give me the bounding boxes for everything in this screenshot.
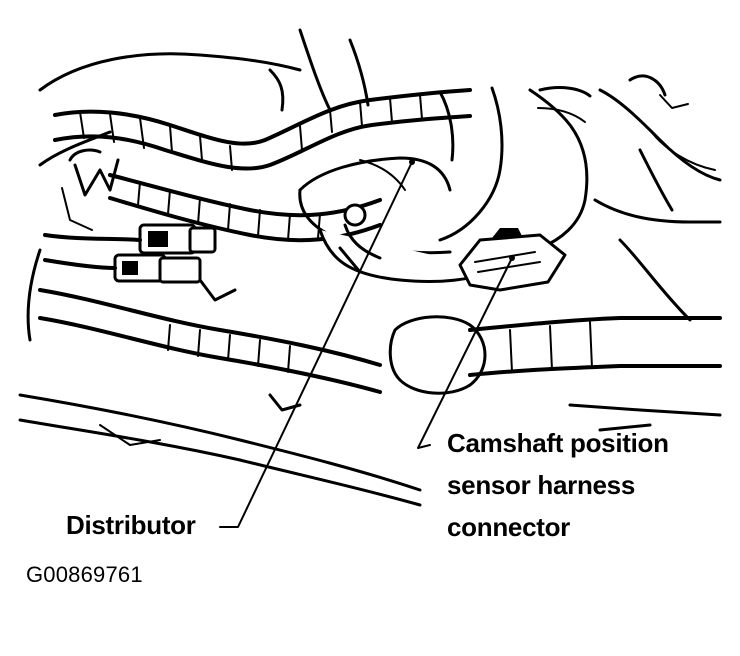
distributor-label: Distributor (66, 510, 196, 540)
camshaft-label-line-1: Camshaft position (447, 428, 669, 458)
engine-block-outline (26, 28, 370, 342)
leader-lines (219, 159, 515, 528)
camshaft-leader-dot (509, 255, 515, 261)
distributor-leader-dot (409, 159, 415, 165)
figure-code: G00869761 (26, 562, 143, 587)
lower-hoses (38, 288, 722, 395)
camshaft-sensor-assembly (458, 86, 592, 292)
camshaft-sensor-label: Camshaft position sensor harness connect… (447, 428, 669, 554)
lower-panel (18, 393, 722, 507)
harness-clip (61, 148, 120, 231)
camshaft-label-line-3: connector (447, 512, 570, 542)
distributor-body (298, 86, 504, 284)
camshaft-leader-line (417, 257, 513, 449)
right-structure (593, 74, 722, 322)
wiring-harness (53, 88, 472, 243)
distributor-leader-line (219, 161, 413, 528)
left-connectors (43, 223, 237, 302)
camshaft-label-line-2: sensor harness (447, 470, 636, 500)
